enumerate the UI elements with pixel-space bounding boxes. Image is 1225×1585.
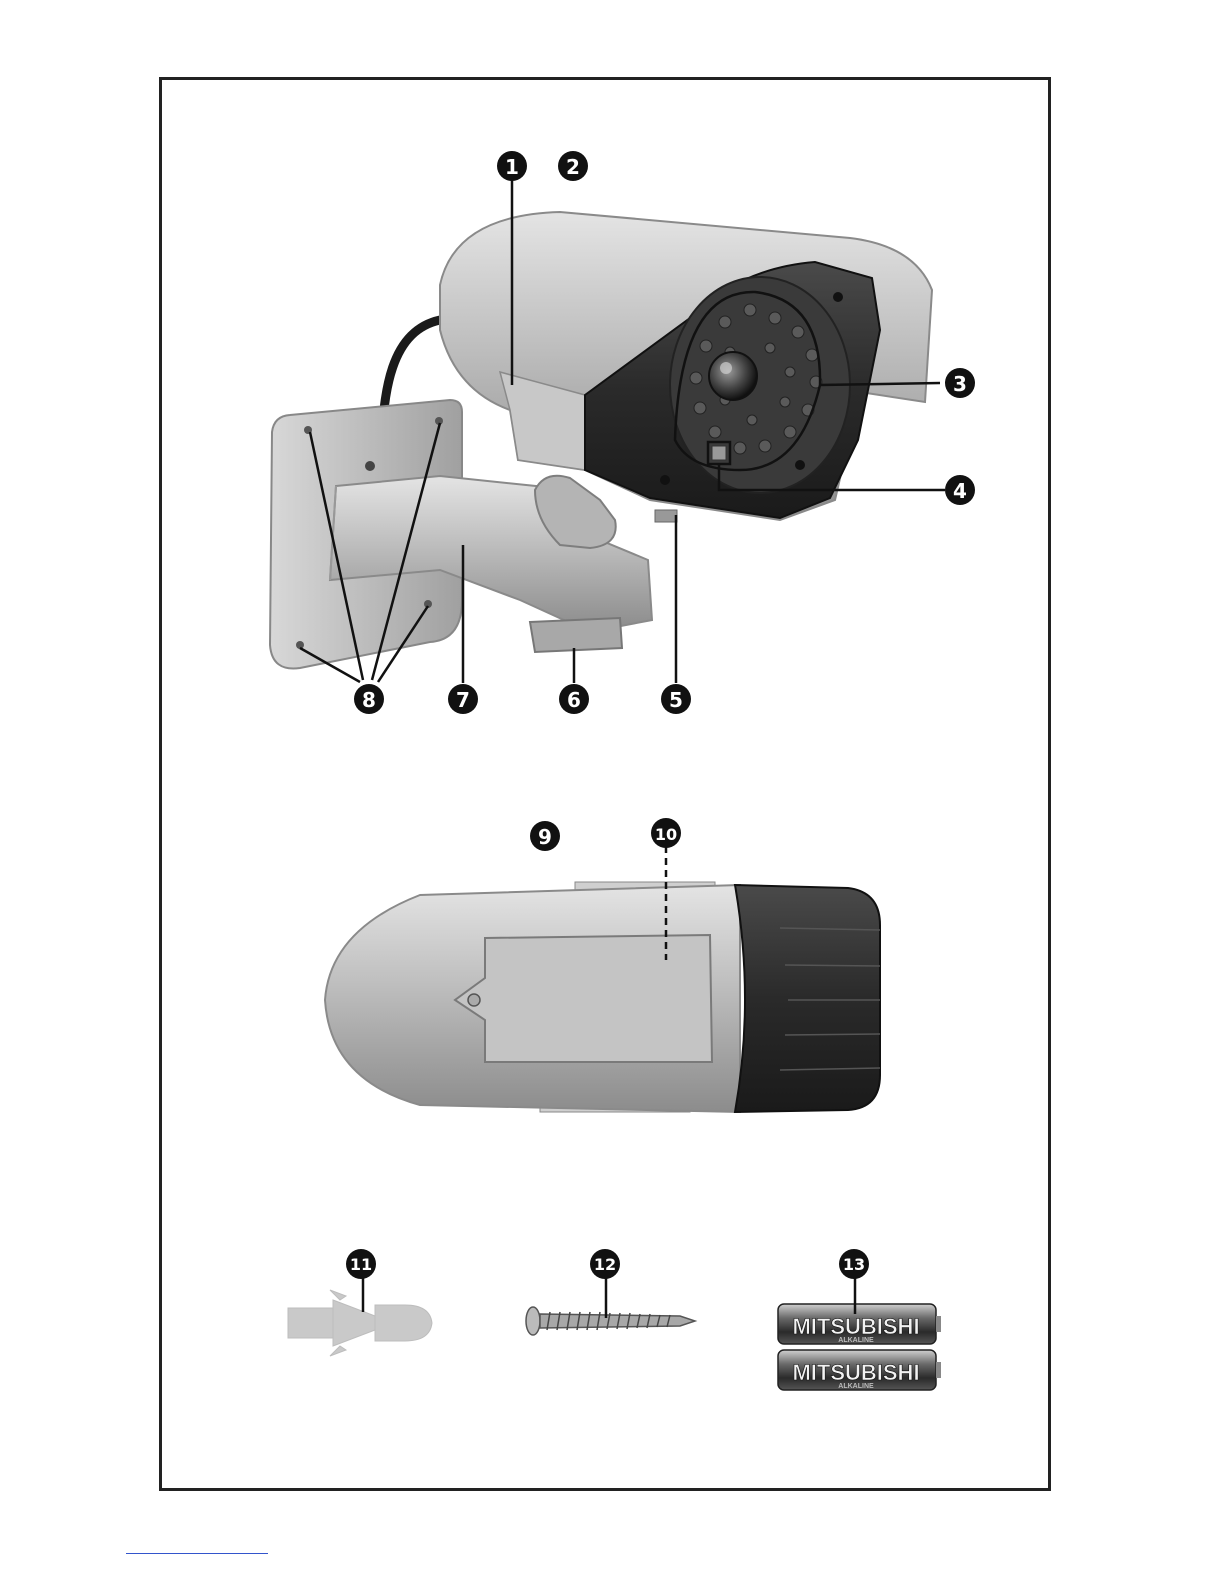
footer-link-underline[interactable]: [126, 1553, 268, 1554]
battery-brand: MITSUBISHI: [792, 1360, 919, 1385]
callout-4: 4: [945, 475, 975, 505]
batteries: MITSUBISHI ALKALINE MITSUBISHI ALKALINE: [778, 1304, 941, 1390]
callout-10: 10: [651, 818, 681, 848]
svg-text:12: 12: [594, 1255, 616, 1274]
callout-2: 2: [558, 151, 588, 181]
callout-11: 11: [346, 1249, 376, 1279]
screw: [526, 1307, 695, 1335]
callout-12: 12: [590, 1249, 620, 1279]
callout-8: 8: [354, 684, 384, 714]
battery-top: MITSUBISHI ALKALINE: [778, 1304, 941, 1344]
battery-bottom: MITSUBISHI ALKALINE: [778, 1350, 941, 1390]
svg-text:1: 1: [505, 155, 519, 179]
svg-text:5: 5: [669, 688, 683, 712]
light-sensor: [712, 446, 726, 460]
callout-6: 6: [559, 684, 589, 714]
cable-hole: [365, 461, 375, 471]
callout-7: 7: [448, 684, 478, 714]
screw-hole: [296, 641, 304, 649]
callout-13: 13: [839, 1249, 869, 1279]
svg-text:3: 3: [953, 372, 967, 396]
svg-text:7: 7: [456, 688, 470, 712]
svg-text:11: 11: [350, 1255, 372, 1274]
svg-text:13: 13: [843, 1255, 865, 1274]
svg-text:8: 8: [362, 688, 376, 712]
battery-brand: MITSUBISHI: [792, 1314, 919, 1339]
svg-text:2: 2: [566, 155, 580, 179]
bracket-foot: [530, 618, 622, 652]
callout-3: 3: [945, 368, 975, 398]
wall-plug: [288, 1290, 432, 1356]
svg-text:10: 10: [655, 825, 677, 844]
callout-5: 5: [661, 684, 691, 714]
camera-side-view: [325, 882, 880, 1112]
svg-text:9: 9: [538, 825, 552, 849]
callout-1: 1: [497, 151, 527, 181]
battery-type: ALKALINE: [838, 1337, 874, 1344]
side-front: [735, 885, 880, 1112]
lens: [709, 352, 757, 400]
battery-type: ALKALINE: [838, 1383, 874, 1390]
svg-text:6: 6: [567, 688, 581, 712]
camera-assembly: [270, 212, 932, 669]
battery-cover: [455, 935, 712, 1062]
svg-text:4: 4: [953, 479, 967, 503]
callout-9: 9: [530, 821, 560, 851]
